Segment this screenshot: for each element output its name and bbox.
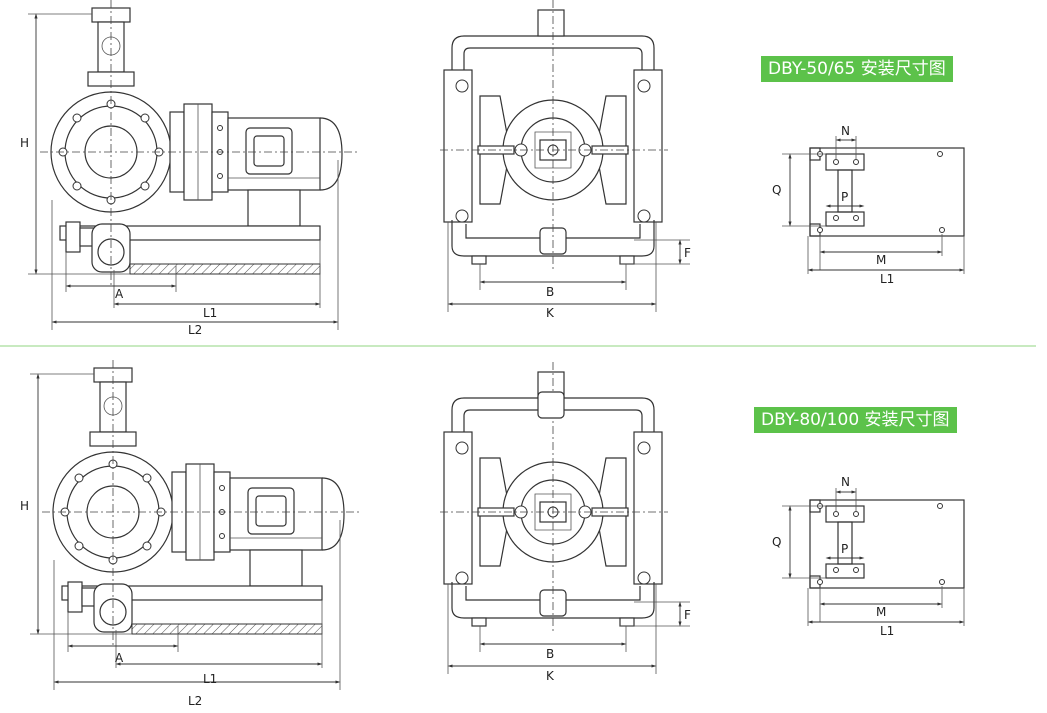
dim-label-a-2: A [115, 651, 124, 665]
dim-label-h: H [20, 136, 29, 150]
dim-label-k-2: K [546, 669, 555, 683]
dim-label-n: N [841, 124, 850, 138]
dim-label-l1: L1 [203, 306, 217, 320]
title-badge-dby-80-100: DBY-80/100 安装尺寸图 [754, 407, 957, 433]
dim-label-q-2: Q [772, 535, 781, 549]
front-view-bottom: F B K [440, 362, 691, 683]
dim-label-q: Q [772, 183, 781, 197]
side-view-top: H A L1 L2 [20, 0, 358, 337]
footprint-bottom: N P Q M L1 [772, 475, 964, 638]
dim-label-l1-footprint-2: L1 [880, 624, 894, 638]
dim-label-m: M [876, 253, 886, 267]
dim-label-n-2: N [841, 475, 850, 489]
side-view-bottom: H A L1 L2 [20, 360, 360, 708]
footprint-top: N P Q M L1 [772, 124, 964, 286]
dim-label-h-2: H [20, 499, 29, 513]
dim-label-l2: L2 [188, 323, 202, 337]
front-view-top: F B K [440, 0, 691, 320]
dim-label-a: A [115, 287, 124, 301]
dim-label-l2-2: L2 [188, 694, 202, 708]
title-badge-dby-50-65: DBY-50/65 安装尺寸图 [761, 56, 953, 82]
dim-label-b: B [546, 285, 554, 299]
dim-label-l1-2: L1 [203, 672, 217, 686]
dim-label-f: F [684, 246, 691, 260]
dim-label-b-2: B [546, 647, 554, 661]
dim-label-p-2: P [841, 542, 848, 556]
dim-label-k: K [546, 306, 555, 320]
dim-label-p: P [841, 190, 848, 204]
dim-label-l1-footprint: L1 [880, 272, 894, 286]
dim-label-m-2: M [876, 605, 886, 619]
dim-label-f-2: F [684, 608, 691, 622]
